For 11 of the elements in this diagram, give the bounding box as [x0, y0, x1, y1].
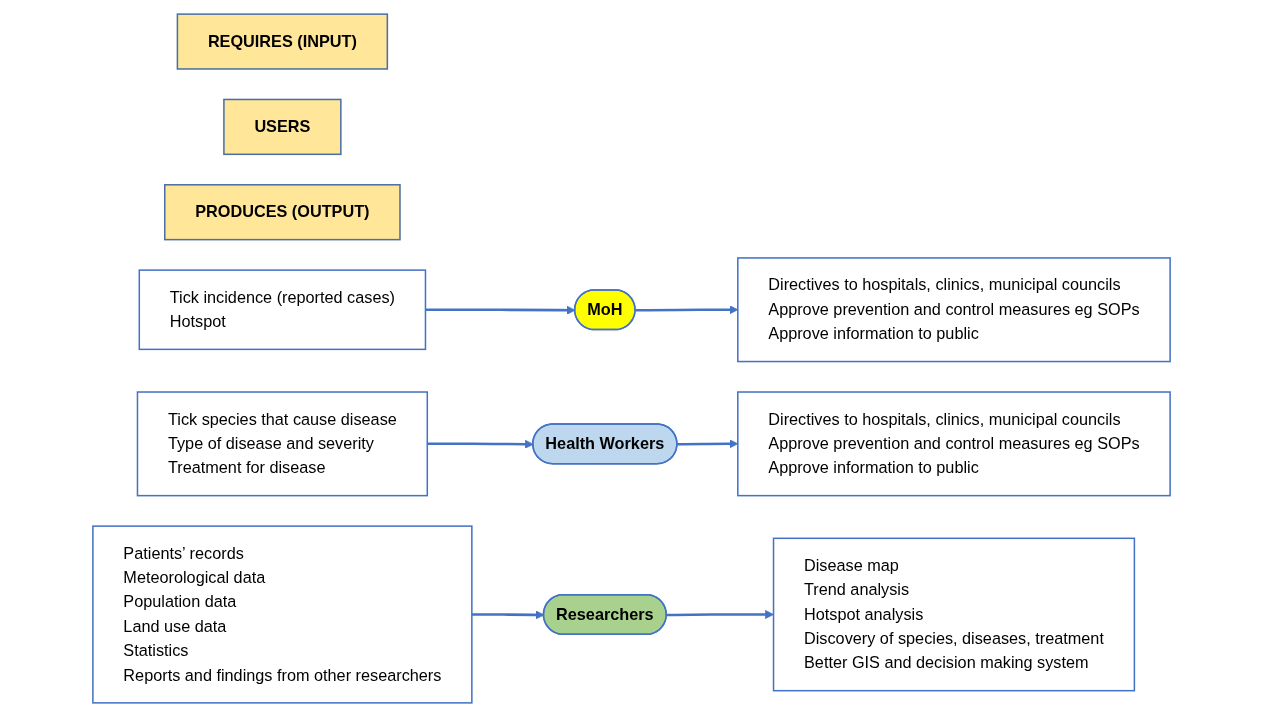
node-box: Directives to hospitals, clinics, municipal councils Approve prevention and control measures eg SOPs Approve information to public [737, 257, 1171, 363]
node-box: PRODUCES (OUTPUT) [164, 184, 401, 241]
node-box: Patients’ records Meteorological data Population data Land use data Statistics Reports and findings from other researchers [92, 525, 473, 704]
arrow [666, 610, 774, 619]
node-box: Directives to hospitals, clinics, municipal councils Approve prevention and control measures eg SOPs Approve information to public [737, 391, 1171, 497]
arrow [427, 439, 534, 449]
node-box: Tick incidence (reported cases) Hotspot [138, 269, 427, 351]
node-box: USERS [223, 98, 342, 156]
node-box: Disease map Trend analysis Hotspot analysis Discovery of species, diseases, treatment Better GIS and decision making system [772, 537, 1136, 692]
node-box: Tick species that cause disease Type of disease and severity Treatment for disease [136, 391, 429, 497]
node-box: REQUIRES (INPUT) [176, 13, 389, 70]
